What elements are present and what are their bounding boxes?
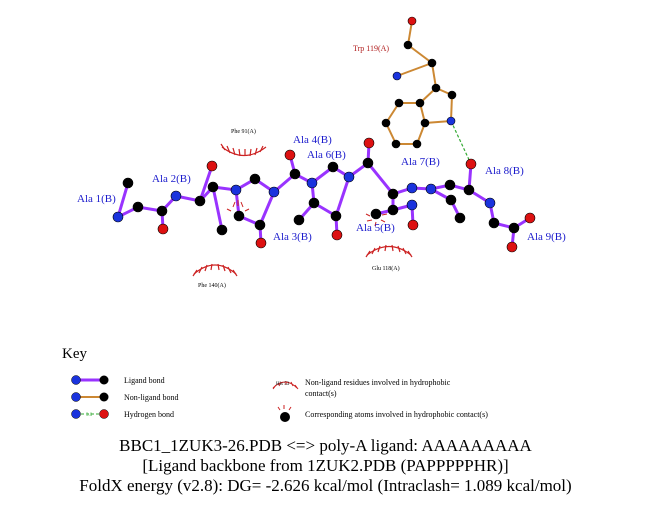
hydrophobic-spokes-atoms [226,200,388,227]
key-hydrogen-bond-symbol: 3.0 [71,409,109,419]
label-ala-8: Ala 8(B) [485,165,524,177]
label-glu-118: Glu 118(A) [372,265,400,272]
hydrogen-bond-line [450,120,472,165]
label-ala-1: Ala 1(B) [77,193,116,205]
ligand-atoms [112,137,536,253]
label-phe-91: Phe 91(A) [231,128,256,135]
key-hydrogen-bond-label: Hydrogen bond [124,410,174,419]
caption-line-3: FoldX energy (v2.8): DG= -2.626 kcal/mol… [79,476,572,495]
label-ala-9: Ala 9(B) [527,231,566,243]
key-hbond-distance: 3.0 [86,413,93,418]
hydrophobic-arc-phe140 [192,263,238,277]
label-ala-3: Ala 3(B) [273,231,312,243]
key-nonligand-residues-label-1: Non-ligand residues involved in hydropho… [305,378,451,387]
key-nonligand-residues-label-2: contact(s) [305,389,337,398]
hydrophobic-arc-phe91 [220,143,267,157]
label-phe-140: Phe 140(A) [198,282,226,289]
hydrophobic-arc-glu118 [365,244,413,258]
key-ligand-bond-label: Ligand bond [124,376,165,385]
key-ligand-bond-symbol [71,375,109,385]
label-ala-5: Ala 5(B) [356,222,395,234]
key-title: Key [62,346,87,362]
label-ala-4: Ala 4(B) [293,134,332,146]
label-ala-2: Ala 2(B) [152,173,191,185]
caption-line-2: [Ligand backbone from 1ZUK2.PDB (PAPPPPP… [142,456,509,475]
key-corresponding-atom-symbol [277,405,292,422]
key-nonligand-residue-symbol [272,381,299,390]
label-trp-119: Trp 119(A) [353,44,389,53]
key-corresponding-atoms-label: Corresponding atoms involved in hydropho… [305,410,488,419]
caption-line-1: BBC1_1ZUK3-26.PDB <=> poly-A ligand: AAA… [119,436,532,455]
label-ala-6: Ala 6(B) [307,149,346,161]
key-his-example: His 53 [276,382,290,387]
trp-atoms [381,16,457,149]
key-nonligand-bond-label: Non-ligand bond [124,393,178,402]
label-ala-7: Ala 7(B) [401,156,440,168]
trp-119-structure [385,20,453,145]
key-nonligand-bond-symbol [71,392,109,402]
